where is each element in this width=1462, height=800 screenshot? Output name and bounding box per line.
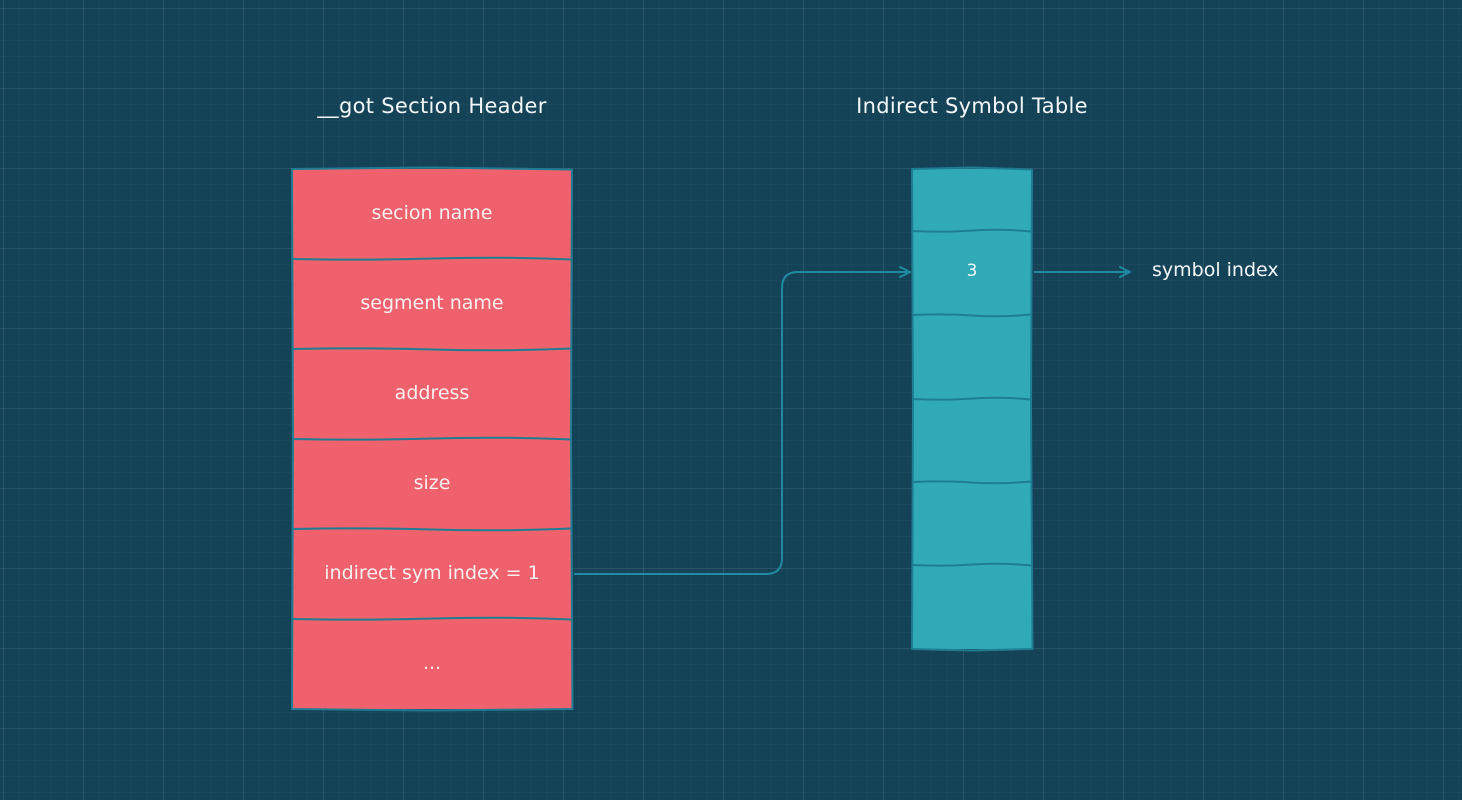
indirect-table-divider-3 bbox=[912, 396, 1032, 401]
section-header-row-4-label: size bbox=[413, 472, 451, 494]
section-header-row-6-box bbox=[292, 619, 572, 709]
section-header-divider-2 bbox=[292, 347, 572, 352]
section-header-row-1-box bbox=[292, 169, 572, 259]
indirect-table-divider-1 bbox=[912, 228, 1032, 233]
indirect-table-title: Indirect Symbol Table bbox=[856, 94, 1088, 118]
index-connector-arrow bbox=[574, 266, 911, 575]
section-header-row-2-label: segment name bbox=[360, 292, 504, 314]
indirect-table-outline bbox=[911, 166, 1034, 652]
indirect-table-divider-5 bbox=[912, 562, 1032, 567]
section-header-row-4-box bbox=[292, 439, 572, 529]
indirect-table-divider-2 bbox=[912, 313, 1032, 318]
section-header-divider-1 bbox=[292, 256, 572, 261]
section-header-row-5-label: indirect sym index = 1 bbox=[324, 562, 540, 584]
section-header-block bbox=[291, 166, 574, 712]
section-header-title: __got Section Header bbox=[317, 94, 547, 118]
section-header-row-2-box bbox=[292, 259, 572, 349]
section-header-row-3-label: address bbox=[394, 382, 470, 404]
section-header-divider-5 bbox=[292, 616, 572, 621]
section-header-divider-3 bbox=[292, 436, 572, 441]
section-header-divider-4 bbox=[292, 527, 572, 532]
section-header-outline bbox=[291, 166, 574, 712]
section-header-row-1-label: secion name bbox=[371, 202, 493, 224]
section-header-row-6-label: ... bbox=[422, 652, 442, 674]
indirect-table-divider-4 bbox=[912, 480, 1032, 485]
section-header-row-5-box bbox=[292, 529, 572, 619]
symbol-index-label: symbol index bbox=[1152, 259, 1279, 281]
indirect-table-row-2-label: 3 bbox=[966, 261, 978, 281]
indirect-table-column-box bbox=[912, 169, 1032, 649]
indirect-table-block bbox=[911, 166, 1034, 652]
section-header-row-3-box bbox=[292, 349, 572, 439]
